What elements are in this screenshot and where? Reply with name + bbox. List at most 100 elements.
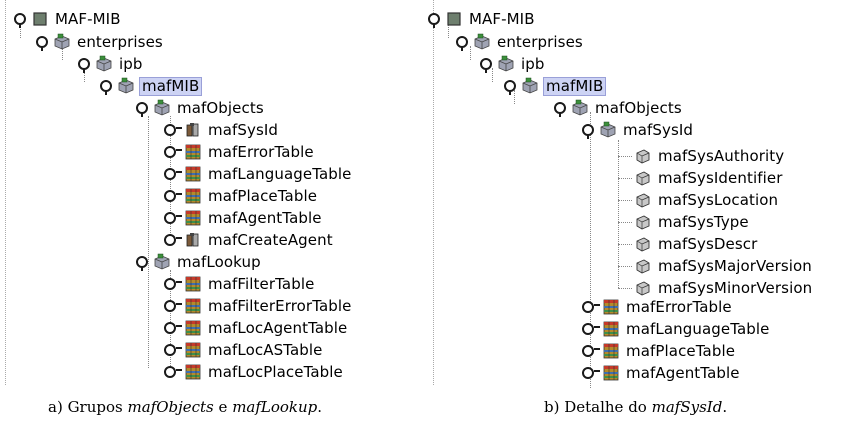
expand-toggle-icon[interactable] (480, 56, 494, 73)
caption-a-mid: e (213, 398, 233, 416)
tree-leaf-mafsyslocation[interactable]: mafSysLocation (634, 189, 780, 211)
collapsed-toggle-icon[interactable] (164, 166, 184, 182)
tree-node-label: mafErrorTable (626, 297, 732, 316)
tree-node-mafagenttable[interactable]: mafAgentTable (164, 207, 324, 229)
tree-node-label: mafSysId (208, 120, 279, 139)
tree-node-label: mafLocASTable (208, 340, 323, 359)
root-square-icon (31, 10, 49, 28)
tree-connector (62, 46, 63, 60)
table-icon (184, 363, 202, 381)
collapsed-toggle-icon[interactable] (582, 343, 602, 359)
tree-node-label: mafSysMinorVersion (658, 278, 813, 297)
tree-node-ipb[interactable]: ipb (480, 53, 547, 75)
table-icon (184, 209, 202, 227)
tree-node-enterprises[interactable]: enterprises (36, 31, 165, 53)
tree-node-label: mafSysDescr (658, 234, 758, 253)
expand-toggle-icon[interactable] (504, 78, 518, 95)
tree-node-mafplacetable[interactable]: mafPlaceTable (164, 185, 319, 207)
tree-node-enterprises[interactable]: enterprises (456, 31, 585, 53)
table-icon (184, 297, 202, 315)
table-icon (184, 187, 202, 205)
expand-toggle-icon[interactable] (36, 34, 50, 51)
collapsed-toggle-icon[interactable] (164, 320, 184, 336)
expand-toggle-icon[interactable] (554, 100, 568, 117)
expand-toggle-icon[interactable] (136, 100, 150, 117)
tree-leaf-mafsysdescr[interactable]: mafSysDescr (634, 233, 759, 255)
collapsed-toggle-icon[interactable] (164, 364, 184, 380)
collapsed-toggle-icon[interactable] (582, 365, 602, 381)
tree-node-label: mafObjects (177, 98, 264, 117)
tree-node-mafobjects[interactable]: mafObjects (136, 97, 266, 119)
leaf-object-icon (634, 279, 652, 297)
leaf-object-icon (634, 213, 652, 231)
table-icon (184, 341, 202, 359)
caption-b: b) Detalhe do mafSysId. (544, 398, 727, 416)
tree-node-maflanguagetable[interactable]: mafLanguageTable (582, 318, 772, 340)
collapsed-toggle-icon[interactable] (164, 210, 184, 226)
folder-drum-icon (521, 77, 539, 95)
tree-node-maffiltererrortable[interactable]: mafFilterErrorTable (164, 295, 353, 317)
folder-drum-icon (497, 55, 515, 73)
collapsed-toggle-icon[interactable] (164, 342, 184, 358)
tree-node-label: mafAgentTable (208, 208, 322, 227)
expand-toggle-icon[interactable] (136, 254, 150, 271)
expand-toggle-icon[interactable] (428, 11, 442, 28)
tree-node-mafplacetable[interactable]: mafPlaceTable (582, 340, 737, 362)
caption-b-item: mafSysId (651, 398, 723, 416)
root-square-icon (445, 10, 463, 28)
folder-drum-icon (571, 99, 589, 117)
tree-node-mafcreateagent[interactable]: mafCreateAgent (164, 229, 335, 251)
tree-leaf-mafsysmajorversion[interactable]: mafSysMajorVersion (634, 255, 814, 277)
tree-node-mafagenttable[interactable]: mafAgentTable (582, 362, 742, 384)
tree-node-label: mafLocAgentTable (208, 318, 348, 337)
collapsed-toggle-icon[interactable] (582, 321, 602, 337)
tree-node-maffiltertable[interactable]: mafFilterTable (164, 273, 316, 295)
tree-node-label: ipb (521, 54, 545, 73)
collapsed-toggle-icon[interactable] (164, 188, 184, 204)
tree-node-maflocastable[interactable]: mafLocASTable (164, 339, 324, 361)
tree-node-maflocagenttable[interactable]: mafLocAgentTable (164, 317, 349, 339)
table-icon (602, 320, 620, 338)
collapsed-toggle-icon[interactable] (164, 122, 184, 138)
collapsed-toggle-icon[interactable] (582, 299, 602, 315)
tree-node-label-selected: mafMIB (543, 76, 607, 96)
table-icon (602, 364, 620, 382)
tree-leaf-mafsysauthority[interactable]: mafSysAuthority (634, 145, 786, 167)
tree-node-maflanguagetable[interactable]: mafLanguageTable (164, 163, 354, 185)
collapsed-toggle-icon[interactable] (164, 232, 184, 248)
tree-node-ipb[interactable]: ipb (78, 53, 145, 75)
caption-b-suffix: . (722, 398, 728, 416)
collapsed-toggle-icon[interactable] (164, 298, 184, 314)
tree-leaf-mafsystype[interactable]: mafSysType (634, 211, 751, 233)
tree-node-label: mafAgentTable (626, 363, 740, 382)
tree-node-maflocplacetable[interactable]: mafLocPlaceTable (164, 361, 345, 383)
folder-drum-icon (599, 121, 617, 139)
expand-toggle-icon[interactable] (582, 122, 596, 139)
tree-leaf-mafsysminorversion[interactable]: mafSysMinorVersion (634, 277, 814, 299)
expand-toggle-icon[interactable] (78, 56, 92, 73)
tree-node-label: mafErrorTable (208, 142, 314, 161)
tree-node-maf-mib[interactable]: MAF-MIB (428, 8, 537, 30)
expand-toggle-icon[interactable] (456, 34, 470, 51)
tree-node-mafmib[interactable]: mafMIB (100, 75, 203, 97)
tree-node-maflookup[interactable]: mafLookup (136, 251, 263, 273)
tree-node-mafobjects[interactable]: mafObjects (554, 97, 684, 119)
tree-node-label: mafLocPlaceTable (208, 362, 343, 381)
expand-toggle-icon[interactable] (100, 78, 114, 95)
tree-node-mafsysid[interactable]: mafSysId (582, 119, 695, 141)
tree-node-maferrortable[interactable]: mafErrorTable (582, 296, 734, 318)
collapsed-toggle-icon[interactable] (164, 276, 184, 292)
tree-node-mafsysid[interactable]: mafSysId (164, 119, 280, 141)
expand-toggle-icon[interactable] (14, 11, 28, 28)
tree-node-label: mafSysMajorVersion (658, 256, 812, 275)
tree-leaf-mafsysidentifier[interactable]: mafSysIdentifier (634, 167, 784, 189)
collapsed-toggle-icon[interactable] (164, 144, 184, 160)
tree-node-mafmib[interactable]: mafMIB (504, 75, 607, 97)
table-icon (184, 143, 202, 161)
caption-a-item1: mafObjects (127, 398, 214, 416)
caption-b-prefix: b) Detalhe do (544, 398, 652, 416)
caption-a-prefix: a) Grupos (48, 398, 128, 416)
tree-node-maf-mib[interactable]: MAF-MIB (14, 8, 123, 30)
folder-drum-icon (117, 77, 135, 95)
tree-node-maferrortable[interactable]: mafErrorTable (164, 141, 316, 163)
